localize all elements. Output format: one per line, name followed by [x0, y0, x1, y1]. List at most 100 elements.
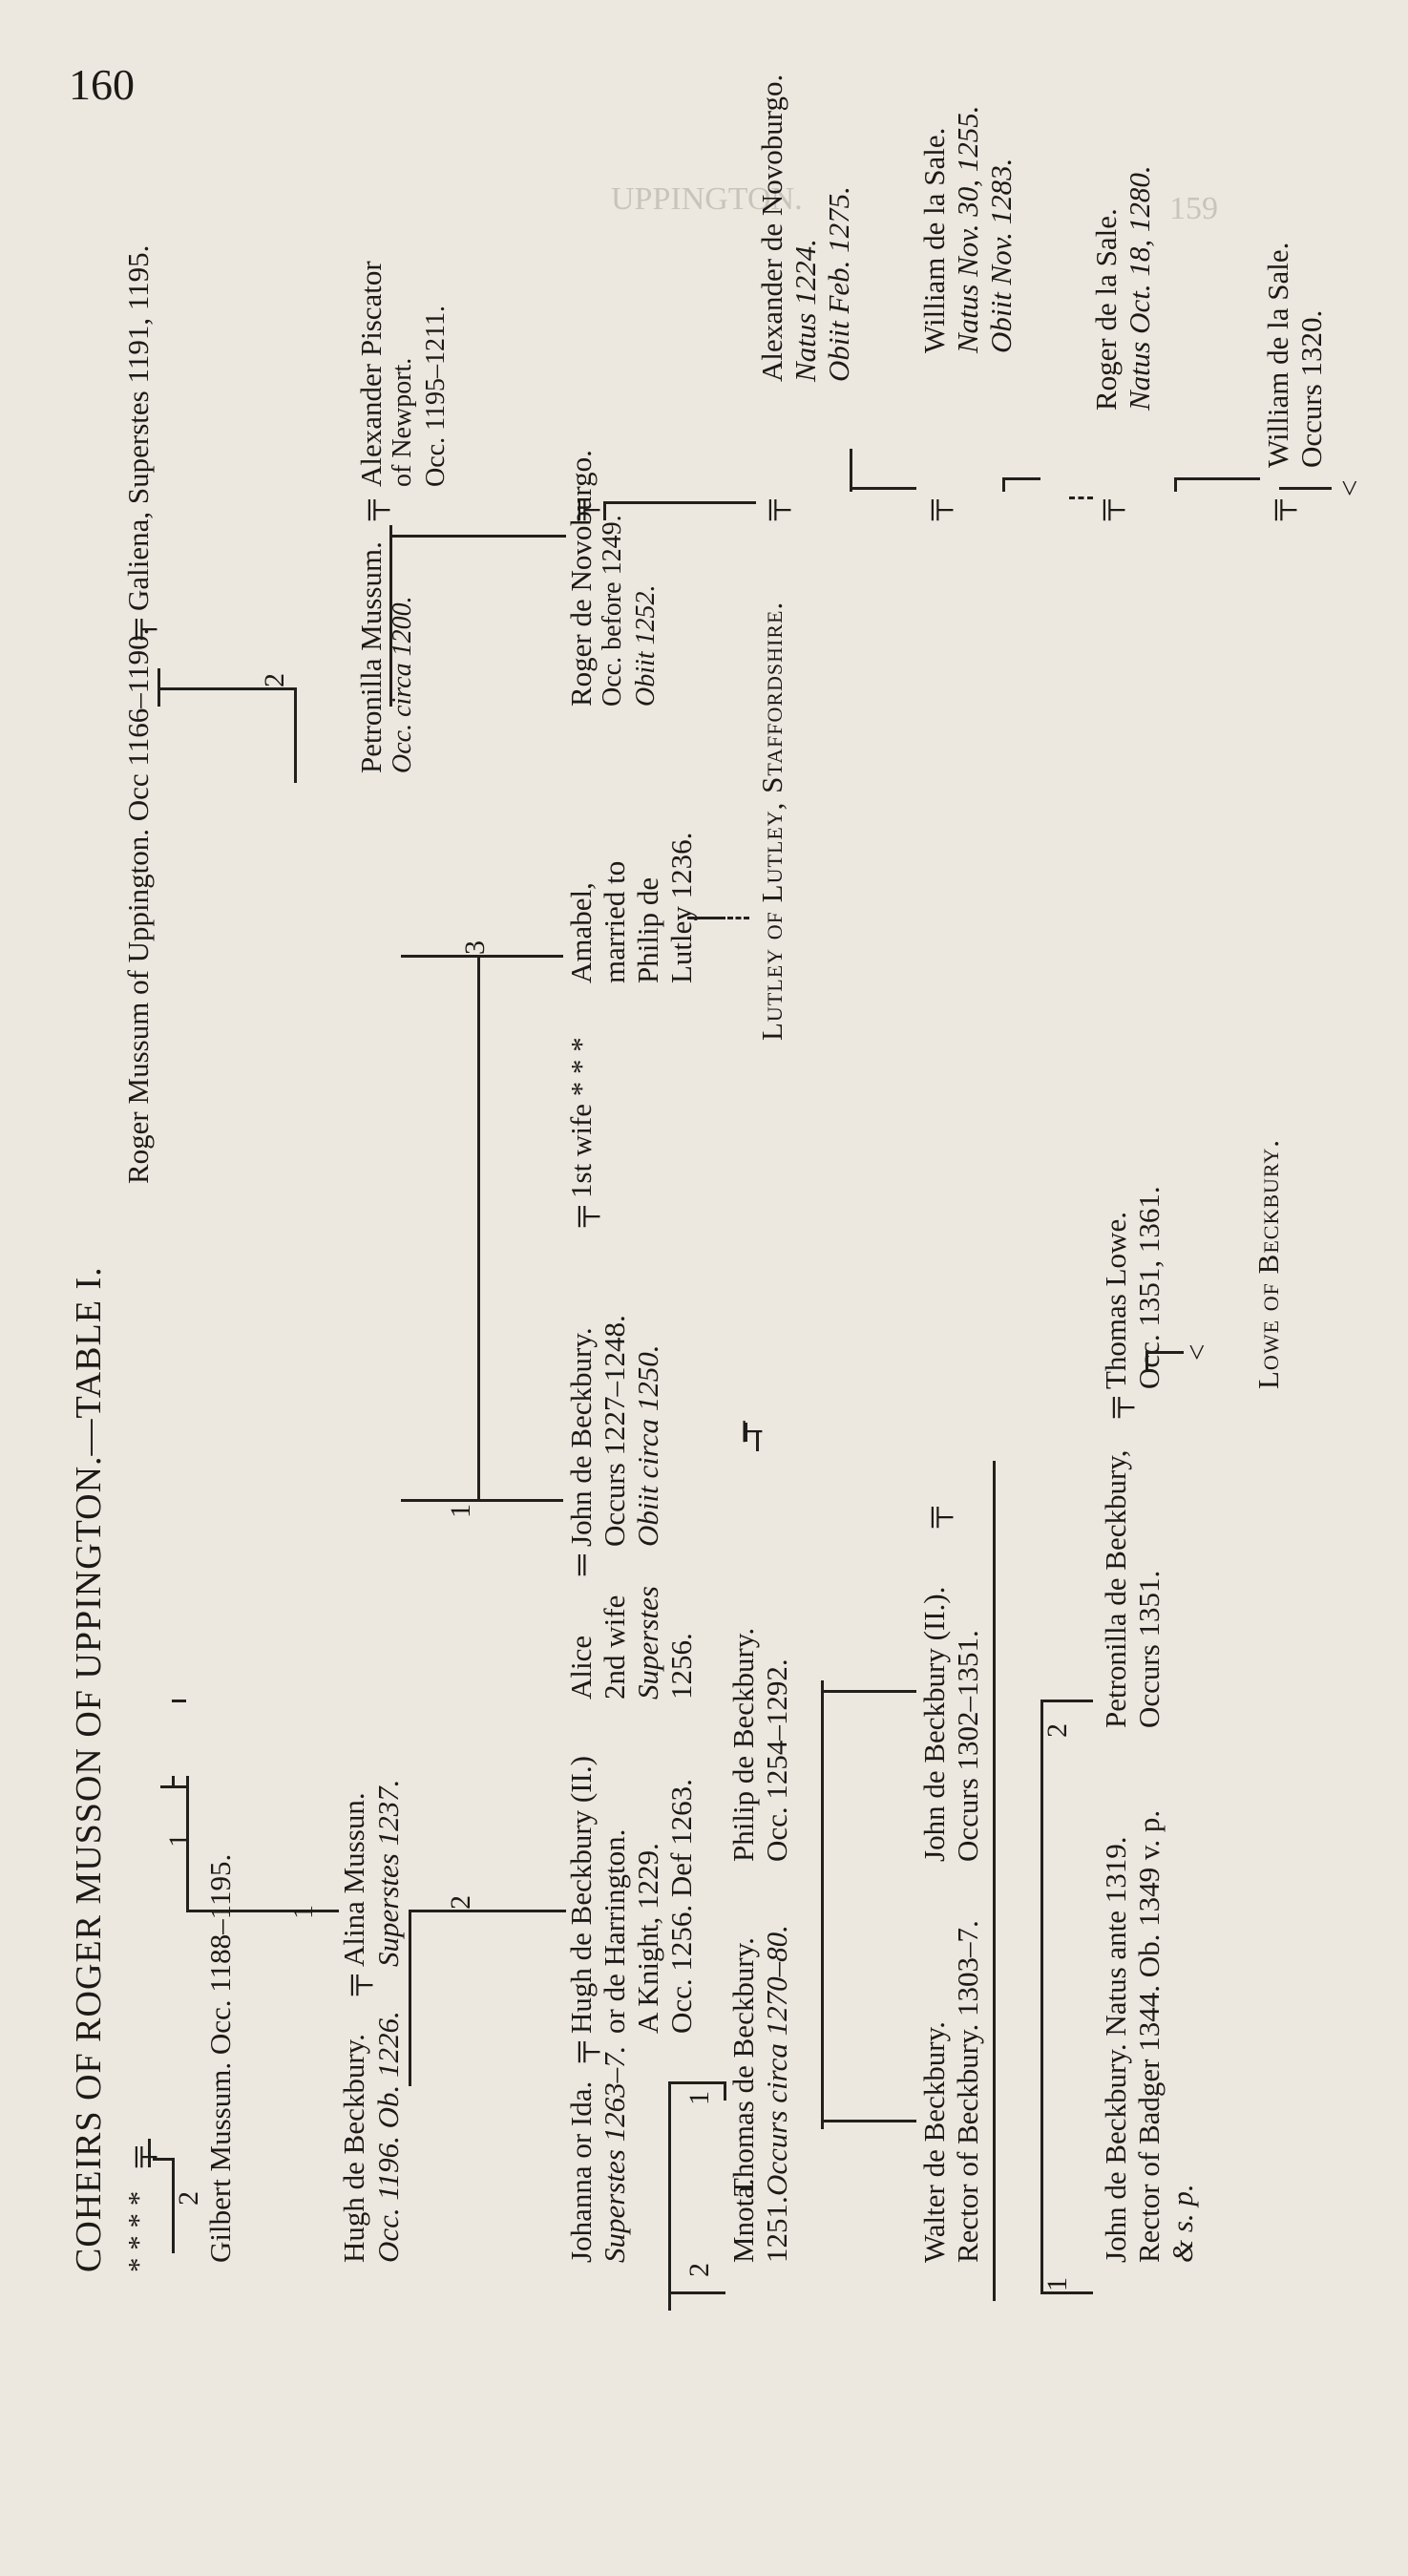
descent-line: [1145, 1351, 1148, 1370]
descent-line: [603, 501, 756, 504]
descent-line: [409, 1910, 566, 1912]
galiena: Galiena, Superstes 1191, 1195.: [121, 244, 155, 611]
child-number: 1: [683, 2091, 715, 2105]
bleed-through-heading: UPPINGTON.: [611, 181, 803, 217]
johanna-or-ida: Johanna or Ida.: [564, 2080, 598, 2263]
ancestor-stars: * * * *: [121, 2190, 155, 2272]
descent-line: [477, 955, 480, 1499]
marriage-sign: ╤: [1261, 499, 1294, 520]
descent-line: [1002, 477, 1005, 492]
marriage-sign: ╤: [121, 2146, 155, 2167]
petronilla-musson: Petronilla Mussum.: [354, 541, 388, 773]
descent-line: [993, 1461, 996, 2301]
child-number: 1: [163, 1833, 195, 1848]
descent-line: [172, 2158, 175, 2253]
alexander-piscator: Alexander Piscator: [354, 261, 388, 487]
child-number: 2: [1041, 1723, 1073, 1738]
descent-line: [745, 1423, 747, 1442]
descent-line: [821, 2120, 916, 2122]
hugh-ii-alias: or de Harrington.: [598, 1828, 631, 2034]
thomas-lowe: Thomas Lowe.: [1099, 1212, 1132, 1389]
hugh-de-beckbury: Hugh de Beckbury.: [337, 2034, 370, 2263]
descent-dashed: [1069, 496, 1093, 499]
first-wife: 1st wife * * *: [564, 1037, 598, 1198]
descent-line: [160, 687, 294, 690]
descent-line: [158, 668, 160, 707]
descent-arrow: <: [1180, 1343, 1213, 1361]
marriage-sign: ╤: [755, 499, 788, 520]
walter-rector: Rector of Beckbury. 1303–7.: [951, 1920, 984, 2263]
john-ii-occurs: Occurs 1302–1351.: [951, 1630, 984, 1862]
page-number: 160: [69, 60, 135, 109]
descent-line: [850, 449, 852, 492]
walter-de-beckbury: Walter de Beckbury.: [917, 2021, 951, 2263]
john-de-beckbury-ii: John de Beckbury (II.).: [917, 1586, 951, 1862]
thomas-lowe-occ: Occ. 1351, 1361.: [1132, 1186, 1166, 1389]
child-number: 1: [445, 1504, 476, 1518]
descent-line: [294, 687, 297, 783]
philip-de-beckbury-occ: Occ. 1254–1292.: [760, 1658, 793, 1862]
alina-musson: Alina Mussun.: [337, 1792, 370, 1967]
thomas-de-beckbury-occ: Occurs circa 1270–80.: [760, 1925, 793, 2196]
marriage-sign: ╤: [121, 619, 155, 640]
descent-line: [1174, 477, 1177, 492]
john-de-beckbury-obiit: Obiit circa 1250.: [631, 1344, 664, 1547]
hugh-de-beckbury-ii: Hugh de Beckbury (II.): [564, 1756, 598, 2034]
descent-line: [1002, 477, 1040, 480]
john-iii-sp: & s. p.: [1166, 2184, 1199, 2263]
child-number: 2: [445, 1895, 476, 1910]
descent-dashed: [711, 917, 749, 919]
descent-line: [1040, 1700, 1043, 2291]
philip-de-beckbury: Philip de Beckbury.: [726, 1627, 760, 1862]
roger-sale-natus: Natus Oct. 18, 1280.: [1123, 165, 1156, 411]
descent-line: [1279, 487, 1332, 490]
child-number: 1: [1041, 2277, 1073, 2291]
hugh-de-beckbury-dates: Occ. 1196. Ob. 1226.: [371, 2011, 405, 2263]
william-sale-obiit: Obiit Nov. 1283.: [984, 158, 1018, 353]
descent-line: [756, 1432, 758, 1435]
descent-line: [821, 1690, 916, 1693]
child-number: 3: [459, 940, 491, 955]
hugh-ii-dates: Occ. 1256. Def 1263.: [664, 1779, 698, 2034]
marriage-sign: ═: [564, 1554, 598, 1575]
william-de-la-sale-ii: William de la Sale.: [1261, 242, 1294, 468]
descent-line: [821, 1680, 824, 2129]
alina-musson-date: Superstes 1237.: [371, 1779, 405, 1967]
descent-line: [1040, 2291, 1093, 2294]
bleed-through-page-number: 159: [1169, 191, 1218, 226]
descent-line: [186, 1776, 189, 1910]
descent-line: [1040, 1700, 1093, 1702]
descent-line: [172, 1776, 175, 1785]
gilbert-musson: Gilbert Mussum. Occ. 1188–1195.: [203, 1853, 237, 2263]
marriage-sign: ╤: [1099, 1397, 1132, 1418]
hugh-ii-knight: A Knight, 1229.: [631, 1843, 664, 2034]
descent-line: [756, 1432, 759, 1451]
alexander-piscator-date: Occ. 1195–1211.: [421, 306, 451, 487]
descent-line: [668, 2081, 725, 2084]
william-de-la-sale: William de la Sale.: [917, 127, 951, 353]
descent-arrow: <: [1333, 479, 1366, 496]
descent-line: [401, 955, 563, 958]
john-iii-rector: Rector of Badger 1344. Ob. 1349 v. p.: [1132, 1809, 1166, 2263]
child-number: 1: [287, 1905, 319, 1919]
descent-line: [1145, 1351, 1184, 1354]
descent-line: [389, 535, 392, 707]
descent-line: [850, 487, 916, 490]
amabel-philip: Philip de: [631, 876, 664, 983]
petronilla-ii-occurs: Occurs 1351.: [1132, 1570, 1166, 1728]
marriage-sign: ╤: [564, 499, 598, 520]
william-sale-ii-occurs: Occurs 1320.: [1294, 309, 1328, 468]
roger-de-novoburgo-obiit: Obiit 1252.: [631, 584, 661, 707]
alice-superstes: Superstes: [631, 1586, 664, 1700]
john-de-beckbury-occ: Occurs 1227–1248.: [598, 1315, 631, 1547]
descent-line: [148, 2139, 151, 2167]
marriage-sign: ╤: [917, 1507, 951, 1528]
marriage-sign: ╤: [564, 2041, 598, 2062]
alexander-novoburgo-obiit: Obiit Feb. 1275.: [822, 186, 855, 382]
lowe-of-beckbury: Lowe of Beckbury.: [1251, 1139, 1285, 1389]
descent-line: [687, 917, 725, 919]
marriage-sign: ╤: [337, 1974, 370, 1995]
descent-line: [724, 2081, 726, 2101]
child-number: 2: [683, 2263, 715, 2277]
marriage-sign: ╤: [917, 499, 951, 520]
